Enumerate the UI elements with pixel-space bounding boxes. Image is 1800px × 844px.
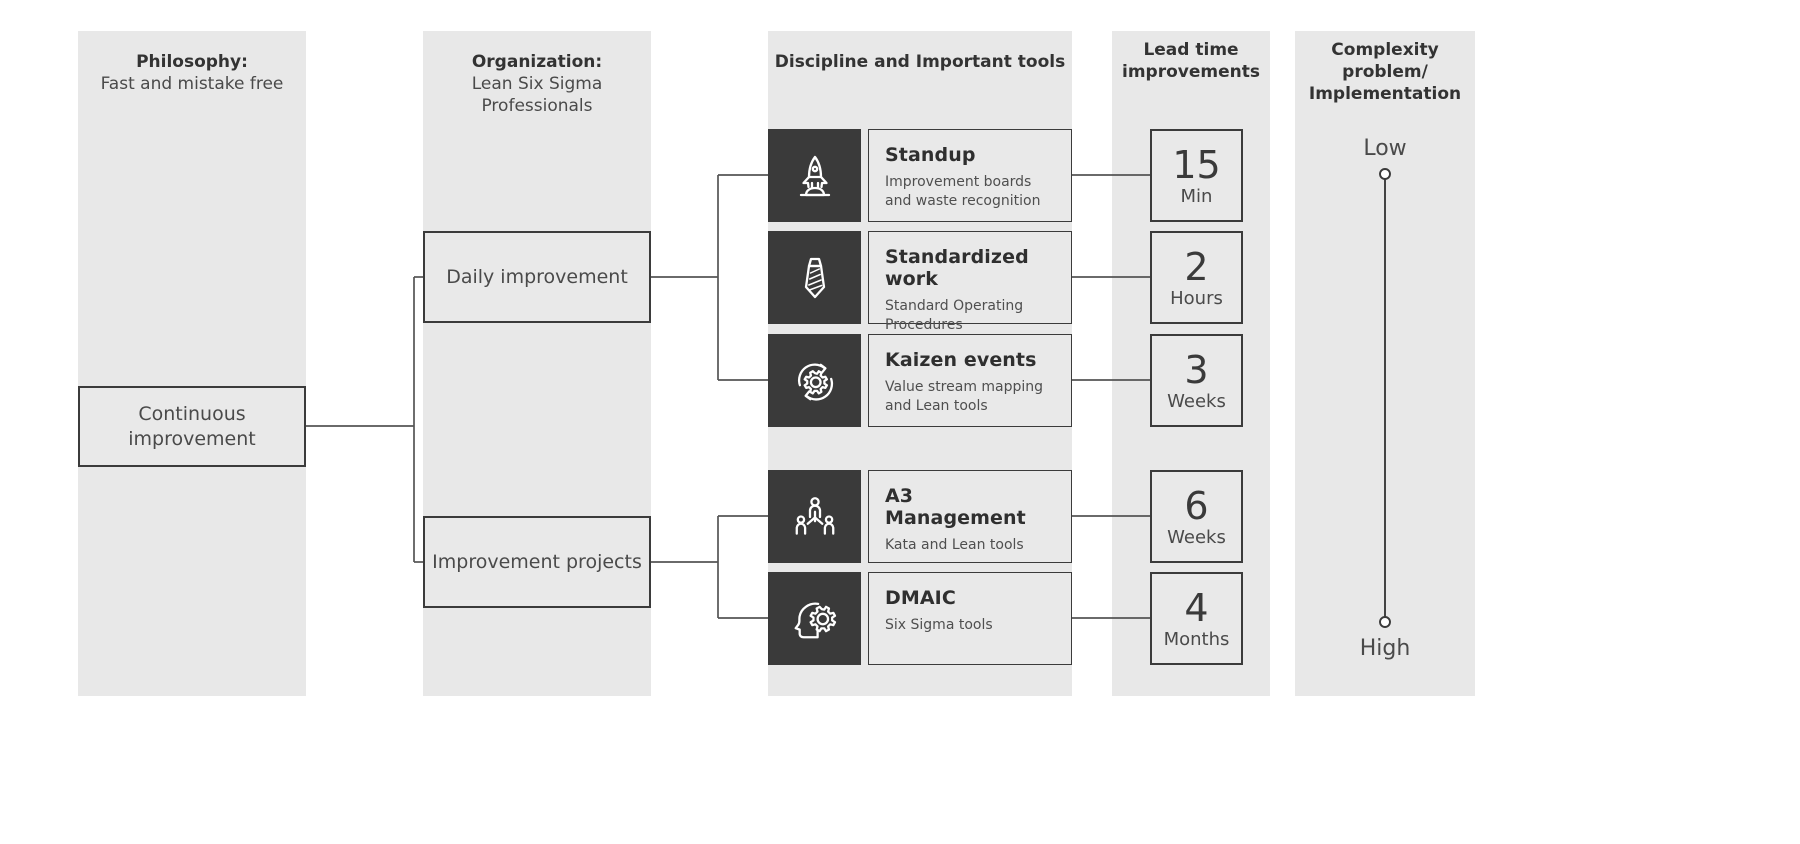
tool-subtitle-standardized-work: Standard Operating Procedures — [885, 298, 1024, 333]
tool-subtitle-kaizen-events: Value stream mapping and Lean tools — [885, 379, 1044, 414]
header-complexity: Complexity problem/ Implementation — [1290, 40, 1480, 105]
tool-subtitle-a3-management: Kata and Lean tools — [885, 537, 1024, 553]
tool-card-dmaic[interactable]: DMAIC Six Sigma tools — [868, 572, 1072, 665]
lead-time-standardized-work[interactable]: 2 Hours — [1150, 231, 1243, 324]
tool-card-standardized-work[interactable]: Standardized work Standard Operating Pro… — [868, 231, 1072, 333]
header-philosophy: Philosophy: Fast and mistake free — [78, 52, 306, 96]
lead-time-standardized-work-unit: Hours — [1170, 287, 1223, 309]
necktie-icon — [804, 257, 825, 298]
header-organization: Organization: Lean Six Sigma Professiona… — [423, 52, 651, 117]
complexity-high-text: High — [1359, 636, 1411, 661]
tool-card-kaizen-events[interactable]: Kaizen events Value stream mapping and L… — [868, 334, 1072, 427]
lead-time-dmaic-value: 4 — [1184, 585, 1209, 630]
tool-icon-kaizen-events — [768, 334, 861, 427]
tool-icon-standup — [768, 129, 861, 222]
tool-title-standup: Standup — [885, 144, 976, 166]
header-organization-title: Organization: — [471, 52, 603, 72]
rocket-icon — [799, 155, 830, 196]
node-daily-improvement-label: Daily improvement — [446, 265, 628, 288]
team-hierarchy-icon — [795, 496, 834, 535]
tool-card-a3-management[interactable]: A3 Management Kata and Lean tools — [868, 470, 1072, 563]
node-continuous-improvement[interactable]: Continuous improvement — [78, 386, 306, 467]
gear-cycle-icon — [797, 363, 833, 401]
lead-time-dmaic-unit: Months — [1163, 628, 1230, 650]
tool-card-standup[interactable]: Standup Improvement boards and waste rec… — [868, 129, 1072, 222]
tool-subtitle-standup: Improvement boards and waste recognition — [885, 174, 1041, 209]
tool-subtitle-dmaic: Six Sigma tools — [885, 617, 993, 633]
node-improvement-projects[interactable]: Improvement projects — [423, 516, 651, 608]
header-philosophy-subtitle: Fast and mistake free — [100, 73, 284, 94]
lead-time-standup-unit: Min — [1180, 185, 1213, 207]
lead-time-a3-management[interactable]: 6 Weeks — [1150, 470, 1243, 563]
tool-title-standardized-work: Standardized work — [885, 246, 1029, 290]
tool-title-dmaic: DMAIC — [885, 587, 956, 609]
header-complexity-title: Complexity problem/ — [1331, 40, 1439, 82]
header-philosophy-title: Philosophy: — [136, 52, 248, 72]
header-leadtime-title: Lead time — [1143, 40, 1239, 60]
header-organization-subtitle: Lean Six Sigma Professionals — [471, 73, 603, 116]
node-improvement-projects-label: Improvement projects — [432, 550, 642, 573]
lead-time-kaizen-events-value: 3 — [1184, 347, 1209, 392]
header-leadtime: Lead time improvements — [1112, 40, 1270, 84]
header-discipline: Discipline and Important tools — [768, 52, 1072, 74]
lead-time-a3-management-value: 6 — [1184, 483, 1209, 528]
lead-time-kaizen-events[interactable]: 3 Weeks — [1150, 334, 1243, 427]
lead-time-dmaic[interactable]: 4 Months — [1150, 572, 1243, 665]
header-leadtime-subtitle: improvements — [1122, 61, 1260, 82]
band-philosophy — [78, 31, 306, 696]
node-daily-improvement[interactable]: Daily improvement — [423, 231, 651, 323]
tool-icon-a3-management — [768, 470, 861, 563]
node-continuous-improvement-label: Continuous improvement — [128, 402, 256, 450]
complexity-low-text: Low — [1363, 136, 1407, 161]
lead-time-standardized-work-value: 2 — [1184, 244, 1209, 289]
tool-title-a3-management: A3 Management — [885, 485, 1026, 529]
tool-icon-standardized-work — [768, 231, 861, 324]
tool-title-kaizen-events: Kaizen events — [885, 349, 1037, 371]
complexity-low-label: Low — [1305, 136, 1465, 161]
header-complexity-subtitle: Implementation — [1308, 83, 1462, 104]
complexity-high-label: High — [1305, 636, 1465, 661]
head-gear-icon — [794, 602, 836, 638]
lead-time-standup-value: 15 — [1172, 142, 1221, 187]
lead-time-kaizen-events-unit: Weeks — [1167, 390, 1226, 412]
header-discipline-title: Discipline and Important tools — [774, 52, 1066, 72]
band-complexity — [1295, 31, 1475, 696]
tool-icon-dmaic — [768, 572, 861, 665]
lead-time-a3-management-unit: Weeks — [1167, 526, 1226, 548]
lead-time-standup[interactable]: 15 Min — [1150, 129, 1243, 222]
